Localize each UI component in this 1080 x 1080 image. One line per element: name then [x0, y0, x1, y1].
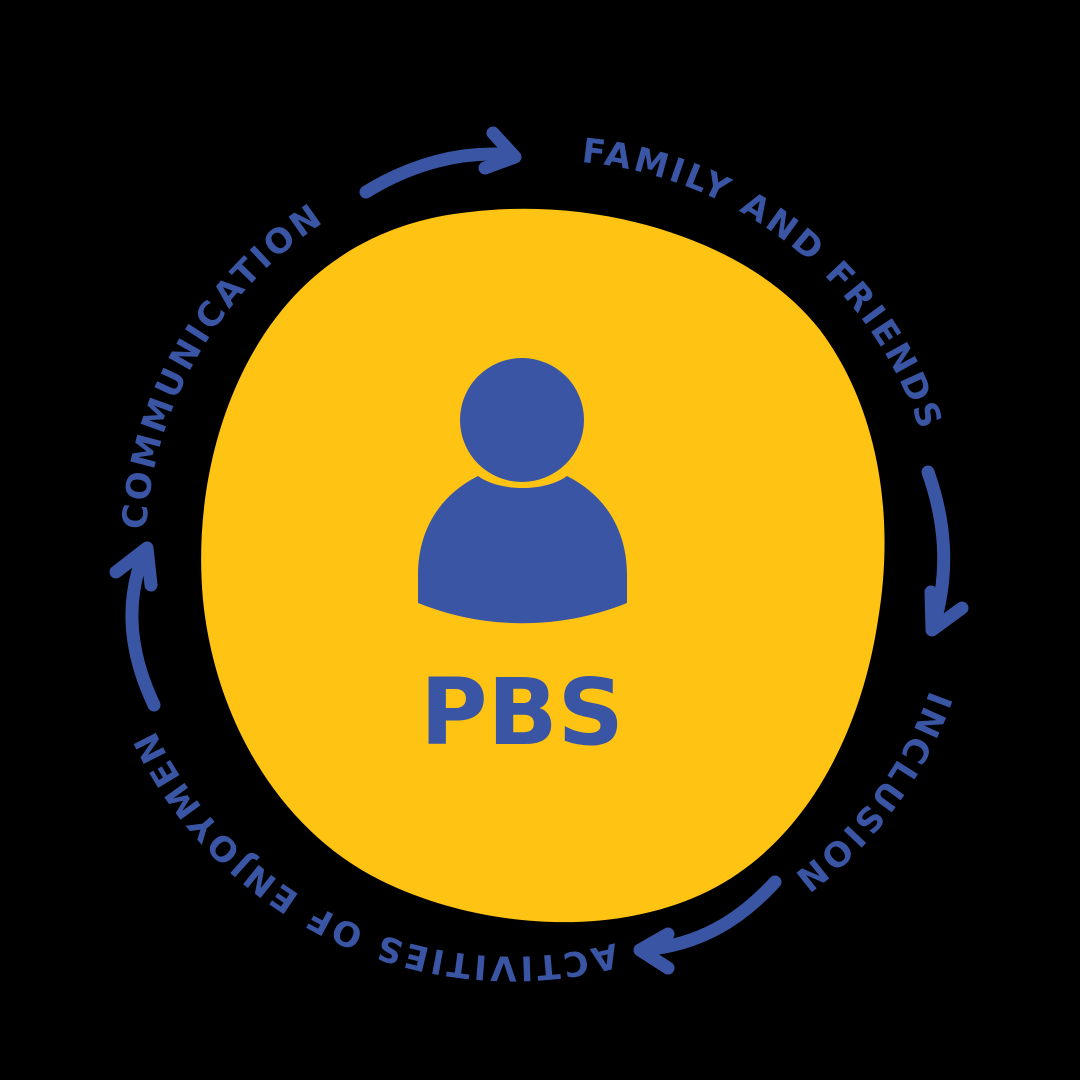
center-title: PBS: [420, 659, 624, 766]
curved-arrow-down-icon: [921, 465, 969, 637]
curved-arrow-right-icon: [359, 126, 522, 199]
person-icon: [418, 358, 627, 624]
curved-arrow-up-icon: [109, 541, 161, 712]
curved-arrow-left-icon: [633, 875, 782, 975]
